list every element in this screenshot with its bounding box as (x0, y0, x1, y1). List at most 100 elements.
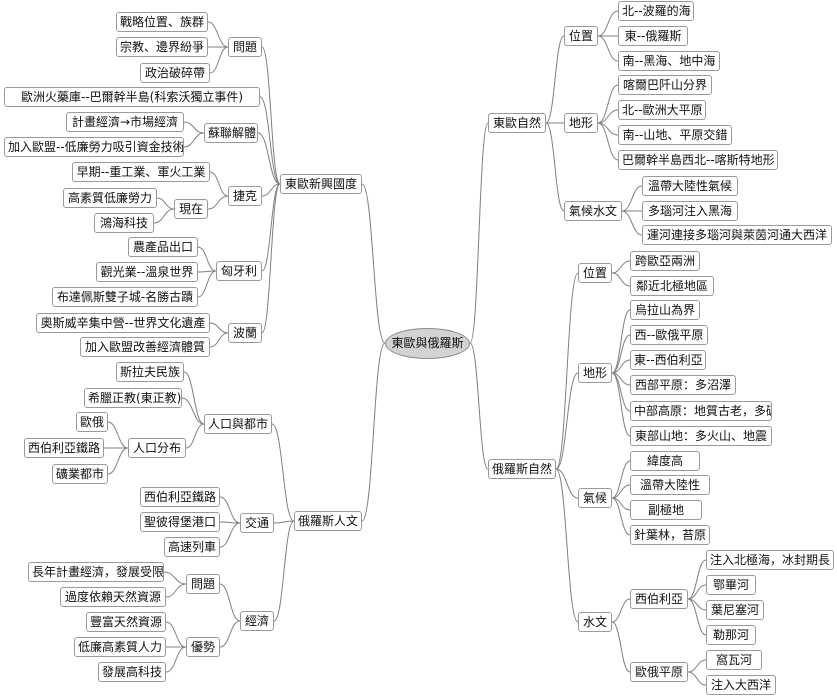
topic-left-1-1-2[interactable]: 高速列車 (164, 537, 220, 557)
connector-line (154, 209, 174, 223)
topic-left-0-2-0[interactable]: 計畫經濟→市場經濟 (66, 112, 184, 132)
connector-line (362, 184, 385, 343)
topic-left-0-4-1[interactable]: 觀光業--溫泉世界 (96, 262, 198, 282)
topic-right-1-3[interactable]: 水文 (578, 612, 612, 632)
topic-right-1-2-2[interactable]: 副極地 (630, 500, 702, 520)
topic-right-1-1-2[interactable]: 東--西伯利亞 (630, 350, 706, 370)
topic-right-0-1-0[interactable]: 喀爾巴阡山分界 (618, 75, 712, 95)
center-topic[interactable]: 東歐與俄羅斯 (385, 328, 470, 359)
connector-line (220, 523, 240, 547)
connector-line (688, 672, 706, 685)
connector-line (208, 196, 228, 209)
topic-right-1-0-0[interactable]: 跨歐亞兩洲 (630, 251, 700, 271)
topic-left-1-1-0[interactable]: 西伯利亞鐵路 (140, 487, 220, 507)
topic-right-0-2[interactable]: 氣候水文 (564, 201, 622, 221)
topic-left-1-2-0-0[interactable]: 長年計畫經濟，發展受限 (28, 562, 164, 582)
topic-left-1-2-1-1[interactable]: 低廉高素質人力 (74, 637, 166, 657)
topic-right-1-3-0-3[interactable]: 勒那河 (706, 625, 756, 645)
topic-left-0-0-0[interactable]: 戰略位置、族群 (116, 12, 208, 32)
topic-right-1-1-3[interactable]: 西部平原：多沼澤 (630, 375, 736, 395)
topic-left-0-0-2[interactable]: 政治破碎帶 (140, 63, 210, 83)
topic-left-1-0-0[interactable]: 斯拉夫民族 (116, 362, 184, 382)
topic-right-0-1-1[interactable]: 北--歐洲大平原 (618, 100, 706, 120)
topic-left-0-3-1[interactable]: 現在 (174, 199, 208, 219)
topic-right-1-3-0-0[interactable]: 注入北極海，冰封期長 (706, 550, 834, 570)
topic-left-0-5-0[interactable]: 奧斯威辛集中營--世界文化遺產 (36, 313, 210, 333)
topic-left-0-3[interactable]: 捷克 (228, 186, 262, 206)
topic-left-0-5[interactable]: 波蘭 (228, 323, 262, 343)
topic-right-1-1-0[interactable]: 烏拉山為界 (630, 300, 700, 320)
topic-left-1-2-1[interactable]: 優勢 (186, 637, 220, 657)
topic-left-0-3-1-1[interactable]: 鴻海科技 (94, 213, 154, 233)
topic-right-1-3-0[interactable]: 西伯利亞 (630, 589, 688, 609)
topic-left-1[interactable]: 俄羅斯人文 (294, 511, 362, 531)
topic-left-0-0[interactable]: 問題 (228, 37, 262, 57)
connector-line (220, 621, 240, 647)
connector-line (598, 85, 618, 123)
topic-right-0-2-1[interactable]: 多瑙河注入黑海 (642, 201, 738, 221)
topic-left-1-2[interactable]: 經濟 (240, 611, 274, 631)
topic-right-1-2-0[interactable]: 緯度高 (630, 451, 700, 471)
topic-left-0[interactable]: 東歐新興國度 (280, 174, 362, 194)
topic-left-1-2-1-2[interactable]: 發展高科技 (98, 662, 166, 682)
topic-right-0-2-0[interactable]: 溫帶大陸性氣候 (642, 176, 738, 196)
topic-right-1-2-1[interactable]: 溫帶大陸性 (630, 475, 710, 495)
topic-left-1-0[interactable]: 人口與都市 (204, 414, 272, 434)
topic-left-0-2-1[interactable]: 加入歐盟--低廉勞力吸引資金技術 (4, 137, 184, 157)
connector-line (688, 599, 706, 635)
topic-right-0[interactable]: 東歐自然 (488, 113, 546, 133)
topic-left-0-4[interactable]: 匈牙利 (216, 261, 262, 281)
topic-left-1-0-2-1[interactable]: 西伯利亞鐵路 (24, 438, 104, 458)
connector-line (612, 599, 630, 622)
connector-line (362, 343, 385, 521)
topic-right-1-1-4[interactable]: 中部高原：地質古老，多礦產 (630, 401, 772, 421)
connector-line (184, 133, 204, 147)
topic-right-1-1[interactable]: 地形 (578, 363, 612, 383)
topic-right-0-1[interactable]: 地形 (564, 113, 598, 133)
topic-right-0-1-3[interactable]: 巴爾幹半島西北--喀斯特地形 (618, 150, 778, 170)
topic-left-0-3-1-0[interactable]: 高素質低廉勞力 (63, 188, 157, 208)
topic-right-1-2[interactable]: 氣候 (578, 488, 612, 508)
topic-right-0-0-1[interactable]: 東--俄羅斯 (618, 26, 688, 46)
topic-right-1-3-0-2[interactable]: 葉尼塞河 (706, 600, 764, 620)
topic-right-1-1-1[interactable]: 西--歐俄平原 (630, 325, 708, 345)
topic-left-0-1[interactable]: 歐洲火藥庫--巴爾幹半島(科索沃獨立事件) (4, 87, 260, 107)
topic-right-1-3-1-0[interactable]: 窩瓦河 (706, 650, 762, 670)
topic-right-1-3-1-1[interactable]: 注入大西洋 (706, 675, 776, 695)
connector-line (272, 424, 294, 521)
connector-line (208, 22, 228, 47)
topic-right-1-1-5[interactable]: 東部山地：多火山、地震 (630, 426, 772, 446)
connector-line (260, 97, 280, 184)
connector-line (556, 373, 578, 469)
topic-left-1-2-0[interactable]: 問題 (186, 574, 220, 594)
topic-right-1-2-3[interactable]: 針葉林，苔原 (630, 525, 710, 545)
topic-left-1-0-2-2[interactable]: 礦業都市 (52, 464, 108, 484)
connector-line (262, 184, 280, 196)
topic-left-0-2[interactable]: 蘇聯解體 (204, 123, 258, 143)
topic-left-1-0-1[interactable]: 希臘正教(東正教) (84, 388, 182, 408)
connector-line (598, 36, 618, 61)
topic-right-1-0[interactable]: 位置 (578, 263, 612, 283)
topic-right-0-0[interactable]: 位置 (564, 26, 598, 46)
topic-left-0-4-2[interactable]: 布達佩斯雙子城-名勝古蹟 (52, 287, 198, 307)
topic-left-1-1[interactable]: 交通 (240, 513, 274, 533)
topic-right-0-2-2[interactable]: 運河連接多瑙河與萊茵河通大西洋 (642, 225, 832, 245)
topic-left-0-5-1[interactable]: 加入歐盟改善經濟體質 (80, 337, 210, 357)
topic-right-0-0-2[interactable]: 南--黑海、地中海 (618, 51, 720, 71)
topic-left-1-2-0-1[interactable]: 過度依賴天然資源 (60, 587, 166, 607)
topic-left-1-2-1-0[interactable]: 豐富天然資源 (86, 612, 166, 632)
topic-left-0-0-1[interactable]: 宗教、邊界紛爭 (116, 37, 208, 57)
connector-line (164, 572, 186, 584)
topic-left-0-3-0[interactable]: 早期--重工業、軍火工業 (72, 162, 210, 182)
topic-right-1-0-1[interactable]: 鄰近北極地區 (630, 276, 714, 296)
connector-line (274, 521, 294, 621)
topic-right-0-1-2[interactable]: 南--山地、平原交錯 (618, 125, 732, 145)
topic-right-1[interactable]: 俄羅斯自然 (488, 459, 556, 479)
topic-right-0-0-0[interactable]: 北--波羅的海 (618, 1, 694, 21)
topic-left-1-0-2-0[interactable]: 歐俄 (76, 412, 108, 432)
topic-left-1-1-1[interactable]: 聖彼得堡港口 (140, 512, 220, 532)
topic-left-1-0-2[interactable]: 人口分布 (128, 438, 186, 458)
topic-right-1-3-1[interactable]: 歐俄平原 (630, 662, 688, 682)
topic-right-1-3-0-1[interactable]: 鄂畢河 (706, 575, 756, 595)
topic-left-0-4-0[interactable]: 農產品出口 (128, 237, 198, 257)
